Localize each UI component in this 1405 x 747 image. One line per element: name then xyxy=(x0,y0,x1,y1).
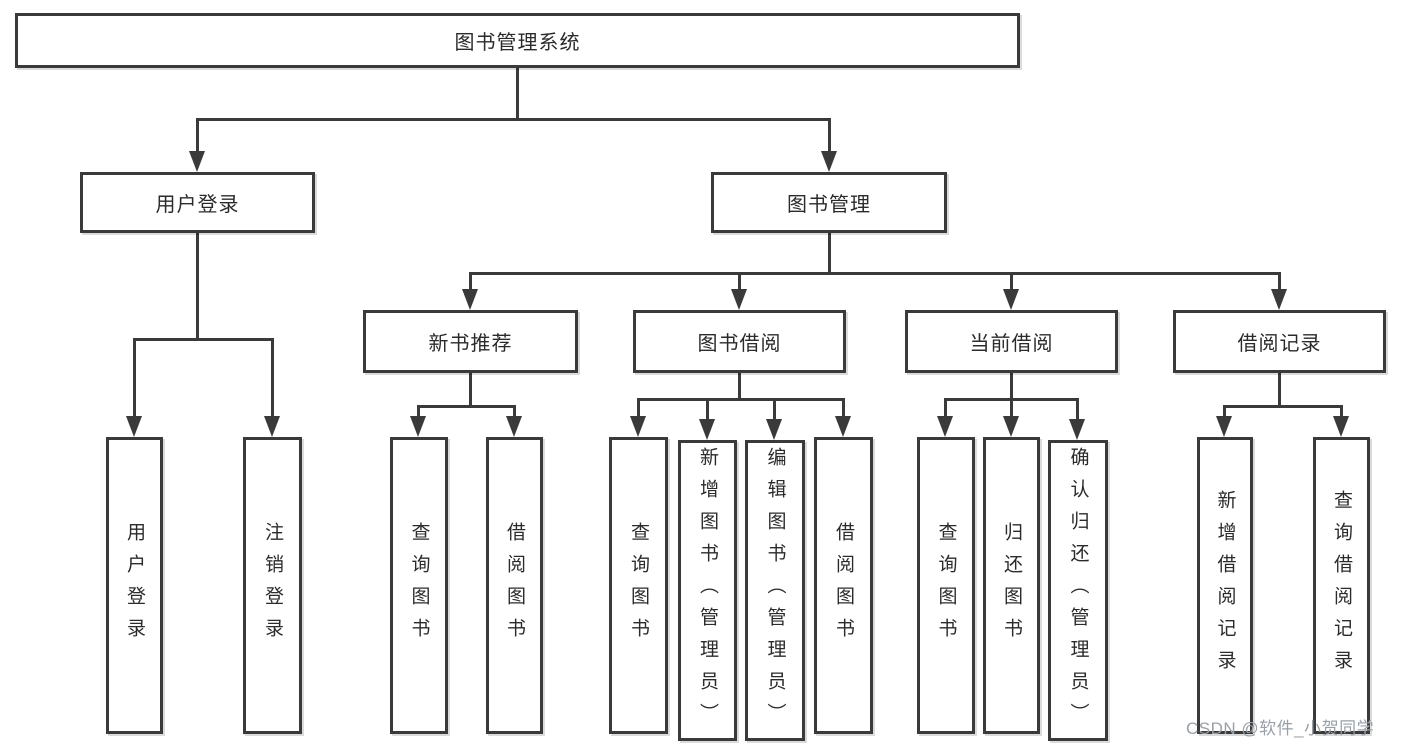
leaf-query-borrow-record: 查询借阅记录 xyxy=(1313,437,1370,734)
leaf-edit-book-admin: 编辑图书（管理员） xyxy=(745,440,805,741)
connector-line xyxy=(1223,405,1226,418)
connector-line xyxy=(271,338,274,418)
node-borrow-records: 借阅记录 xyxy=(1173,310,1386,373)
arrow-down-icon xyxy=(462,289,478,310)
connector-line xyxy=(196,118,830,121)
connector-line xyxy=(828,118,831,154)
connector-line xyxy=(516,68,519,121)
arrow-down-icon xyxy=(1069,419,1085,440)
leaf-label: 查询图书 xyxy=(628,521,649,650)
leaf-borrow-books-recommend: 借阅图书 xyxy=(486,437,543,734)
leaf-label: 确认归还（管理员） xyxy=(1067,446,1089,735)
node-new-book-recommend: 新书推荐 xyxy=(363,310,578,373)
connector-line xyxy=(738,272,741,292)
connector-line xyxy=(133,338,274,341)
node-library-system: 图书管理系统 xyxy=(15,13,1020,68)
connector-line xyxy=(417,405,516,408)
arrow-down-icon xyxy=(731,289,747,310)
connector-line xyxy=(637,398,640,418)
connector-line xyxy=(196,233,199,341)
connector-line xyxy=(513,405,516,418)
node-book-management: 图书管理 xyxy=(711,172,947,233)
leaf-add-book-admin: 新增图书（管理员） xyxy=(678,440,737,741)
leaf-logout: 注销登录 xyxy=(243,437,302,734)
connector-line xyxy=(637,398,845,401)
connector-line xyxy=(1278,373,1281,408)
connector-line xyxy=(196,118,199,154)
arrow-down-icon xyxy=(1003,416,1019,437)
connector-line xyxy=(773,398,776,421)
connector-line xyxy=(842,398,845,418)
node-book-borrowing: 图书借阅 xyxy=(633,310,846,373)
leaf-query-books-current: 查询图书 xyxy=(917,437,975,734)
connector-line xyxy=(133,338,136,418)
arrow-down-icon xyxy=(1271,289,1287,310)
connector-line xyxy=(944,398,947,418)
connector-line xyxy=(706,398,709,421)
connector-line xyxy=(1076,398,1079,421)
connector-line xyxy=(469,272,472,292)
node-current-borrowing: 当前借阅 xyxy=(905,310,1118,373)
leaf-label: 新增借阅记录 xyxy=(1214,489,1236,682)
leaf-user-login: 用户登录 xyxy=(106,437,163,734)
leaf-label: 编辑图书（管理员） xyxy=(764,446,786,735)
arrow-down-icon xyxy=(937,416,953,437)
leaf-label: 注销登录 xyxy=(262,521,283,650)
leaf-label: 新增图书（管理员） xyxy=(697,446,718,735)
arrow-down-icon xyxy=(410,416,426,437)
leaf-label: 查询图书 xyxy=(408,521,430,650)
arrow-down-icon xyxy=(189,151,205,172)
arrow-down-icon xyxy=(835,416,851,437)
arrow-down-icon xyxy=(126,416,142,437)
arrow-down-icon xyxy=(699,419,715,440)
leaf-label: 借阅图书 xyxy=(833,521,854,650)
connector-line xyxy=(417,405,420,418)
arrow-down-icon xyxy=(1003,289,1019,310)
leaf-borrow-books: 借阅图书 xyxy=(814,437,873,734)
leaf-query-books-borrow: 查询图书 xyxy=(609,437,668,734)
leaf-query-books-recommend: 查询图书 xyxy=(390,437,448,734)
connector-line xyxy=(738,373,741,401)
arrow-down-icon xyxy=(630,416,646,437)
connector-line xyxy=(1223,405,1343,408)
connector-line xyxy=(1010,272,1013,292)
leaf-return-books: 归还图书 xyxy=(983,437,1040,734)
leaf-label: 查询图书 xyxy=(935,521,957,650)
arrow-down-icon xyxy=(1333,416,1349,437)
arrow-down-icon xyxy=(506,416,522,437)
arrow-down-icon xyxy=(766,419,782,440)
node-user-login: 用户登录 xyxy=(80,172,315,233)
watermark-text: CSDN @软件_小贺同学 xyxy=(1186,719,1375,738)
connector-line xyxy=(469,272,1281,275)
connector-line xyxy=(1278,272,1281,292)
leaf-label: 归还图书 xyxy=(1001,521,1022,650)
arrow-down-icon xyxy=(264,416,280,437)
arrow-down-icon xyxy=(821,151,837,172)
leaf-label: 借阅图书 xyxy=(504,521,525,650)
connector-line xyxy=(828,233,831,275)
connector-line xyxy=(1010,373,1013,401)
leaf-label: 用户登录 xyxy=(124,521,145,650)
arrow-down-icon xyxy=(1216,416,1232,437)
connector-line xyxy=(1010,398,1013,418)
connector-line xyxy=(469,373,472,408)
leaf-confirm-return-admin: 确认归还（管理员） xyxy=(1048,440,1108,741)
leaf-add-borrow-record: 新增借阅记录 xyxy=(1197,437,1253,734)
leaf-label: 查询借阅记录 xyxy=(1331,489,1352,682)
connector-line xyxy=(1340,405,1343,418)
